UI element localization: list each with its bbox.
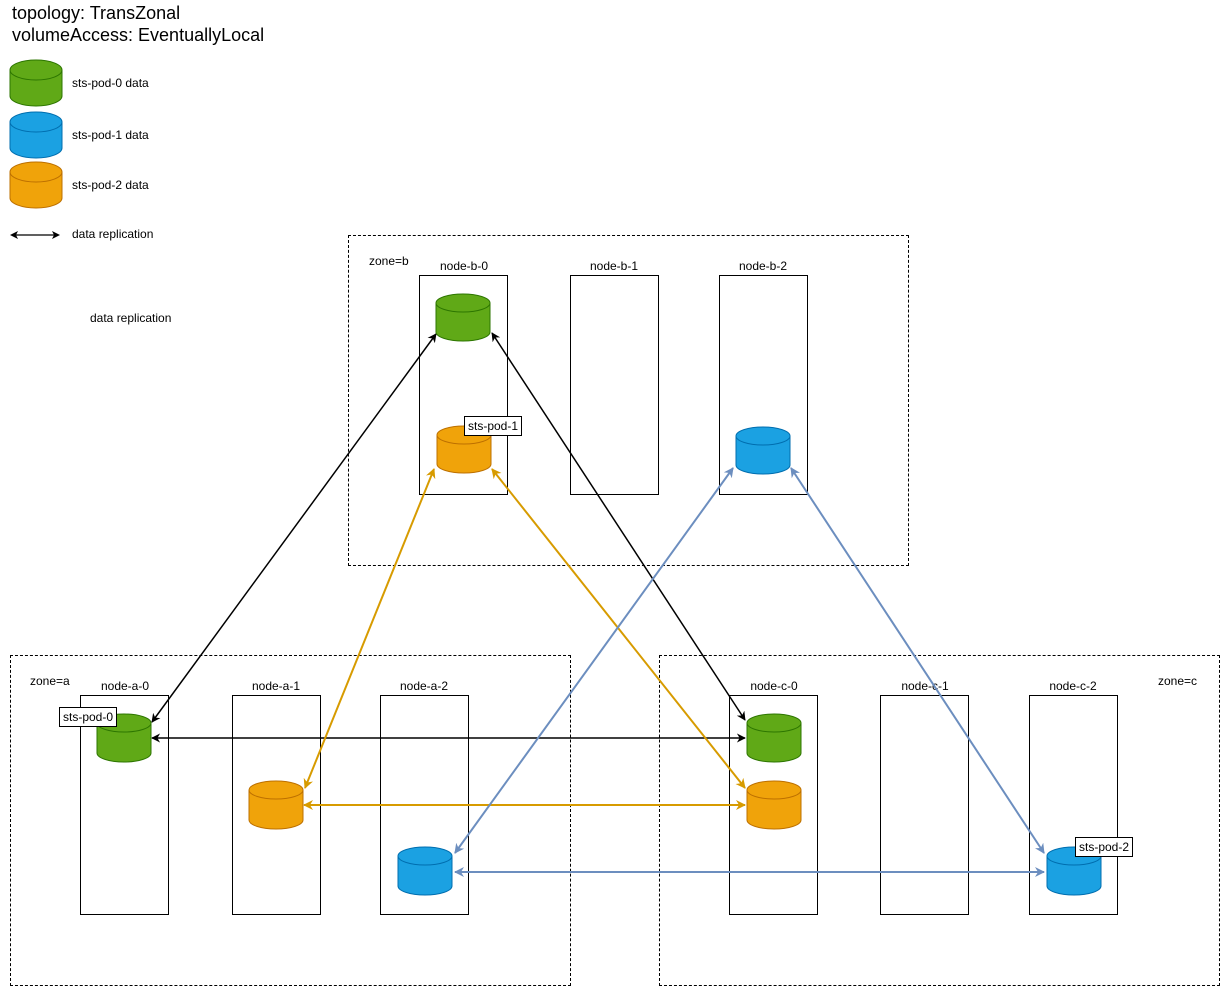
legend-pod0-cylinder-icon	[9, 59, 63, 107]
node-c-1-label: node-c-1	[901, 679, 949, 693]
pod-tag-sts-pod-0: sts-pod-0	[59, 707, 118, 727]
node-a-2-pod1-cylinder-icon	[397, 846, 453, 896]
node-b-1	[570, 275, 659, 495]
node-b-2-label: node-b-2	[738, 259, 788, 273]
node-a-0-label: node-a-0	[100, 679, 150, 693]
node-a-1-pod2-cylinder-icon	[248, 780, 304, 830]
node-a-2-label: node-a-2	[399, 679, 449, 693]
node-c-1	[880, 695, 969, 915]
legend-pod2-cylinder-icon	[9, 161, 63, 209]
node-a-1-label: node-a-1	[251, 679, 301, 693]
pod-tag-sts-pod-2: sts-pod-2	[1075, 837, 1134, 857]
topology-title: topology: TransZonal	[12, 3, 181, 23]
legend-pod0-label: sts-pod-0 data	[72, 76, 149, 90]
volume-access-title: volumeAccess: EventuallyLocal	[12, 25, 265, 45]
legend-pod2-label: sts-pod-2 data	[72, 178, 149, 192]
node-c-2-label: node-c-2	[1049, 679, 1097, 693]
node-c-0-pod0-cylinder-icon	[746, 713, 802, 763]
zone-b-label: zone=b	[369, 254, 409, 268]
floating-replication-label: data replication	[90, 311, 172, 325]
node-c-0-pod2-cylinder-icon	[746, 780, 802, 830]
pod-tag-sts-pod-1: sts-pod-1	[464, 416, 523, 436]
node-b-0-pod0-cylinder-icon	[435, 293, 491, 342]
legend-replication-label: data replication	[72, 227, 154, 241]
node-b-2-pod1-cylinder-icon	[735, 426, 791, 475]
node-b-0-label: node-b-0	[439, 259, 489, 273]
legend-pod1-label: sts-pod-1 data	[72, 128, 149, 142]
legend-pod1-cylinder-icon	[9, 111, 63, 159]
legend-double-arrow-icon	[10, 231, 60, 239]
node-c-0-label: node-c-0	[750, 679, 798, 693]
node-b-1-label: node-b-1	[589, 259, 639, 273]
node-a-0-pod0-cylinder-icon	[96, 713, 152, 763]
zone-a-label: zone=a	[30, 674, 70, 688]
zone-c-label: zone=c	[1158, 674, 1198, 688]
